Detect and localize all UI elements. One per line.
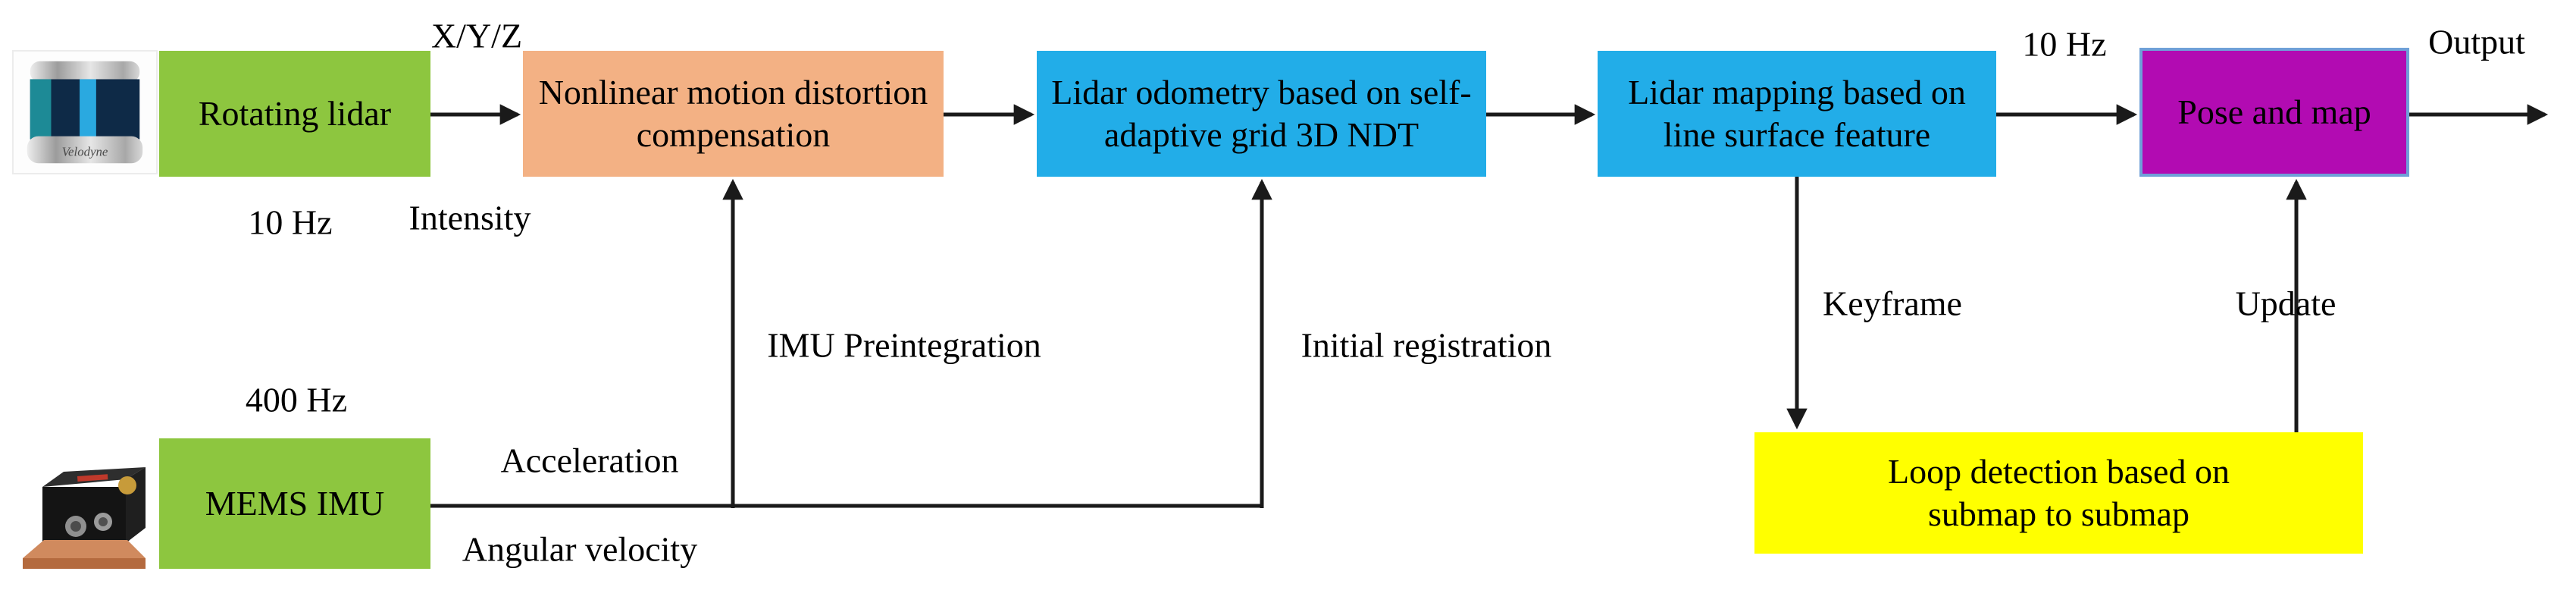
imu-gold-connector bbox=[118, 476, 136, 494]
label-acceleration: Acceleration bbox=[500, 441, 679, 480]
lidar-top-cap bbox=[30, 61, 140, 83]
label-intensity: Intensity bbox=[408, 198, 531, 237]
imu-red-label bbox=[77, 474, 108, 482]
label-initial-registration: Initial registration bbox=[1301, 325, 1552, 365]
node-pose-and-map: Pose and map bbox=[2139, 48, 2409, 177]
label-angular-velocity: Angular velocity bbox=[462, 529, 698, 569]
imu-illustration bbox=[23, 467, 146, 569]
label-update: Update bbox=[2235, 284, 2337, 323]
label-output: Output bbox=[2428, 22, 2525, 61]
node-distortion-compensation: Nonlinear motion distortion compensation bbox=[523, 51, 944, 177]
imu-connector-1-pin bbox=[70, 521, 81, 532]
node-mems-imu: MEMS IMU bbox=[159, 438, 430, 569]
imu-base-top bbox=[23, 540, 146, 558]
mems-imu-photo bbox=[11, 441, 158, 582]
node-loop-detection: Loop detection based on submap to submap bbox=[1754, 432, 2363, 554]
label-xyz: X/Y/Z bbox=[430, 16, 523, 55]
label-lidar-rate: 10 Hz bbox=[248, 202, 333, 242]
lidar-stripe-cyan bbox=[80, 79, 96, 140]
imu-connector-2-pin bbox=[99, 517, 108, 526]
lidar-stripe-teal bbox=[30, 79, 52, 140]
lidar-base bbox=[27, 136, 143, 164]
node-lidar-odometry: Lidar odometry based on self-adaptive gr… bbox=[1037, 51, 1486, 177]
label-mapping-rate: 10 Hz bbox=[2022, 24, 2107, 64]
velodyne-lidar-photo: Velodyne bbox=[12, 50, 158, 174]
lidar-illustration: Velodyne bbox=[27, 61, 143, 164]
imu-base-front bbox=[23, 558, 146, 569]
label-imu-rate: 400 Hz bbox=[245, 380, 348, 419]
node-lidar-mapping: Lidar mapping based on line surface feat… bbox=[1598, 51, 1996, 177]
label-keyframe: Keyframe bbox=[1823, 284, 1962, 323]
node-rotating-lidar: Rotating lidar bbox=[159, 51, 430, 177]
imu-box-front bbox=[42, 487, 126, 543]
label-imu-preintegration: IMU Preintegration bbox=[767, 325, 1041, 365]
loop-detection-label: Loop detection based on submap to submap bbox=[1888, 451, 2230, 533]
lidar-brand-text: Velodyne bbox=[62, 144, 108, 159]
